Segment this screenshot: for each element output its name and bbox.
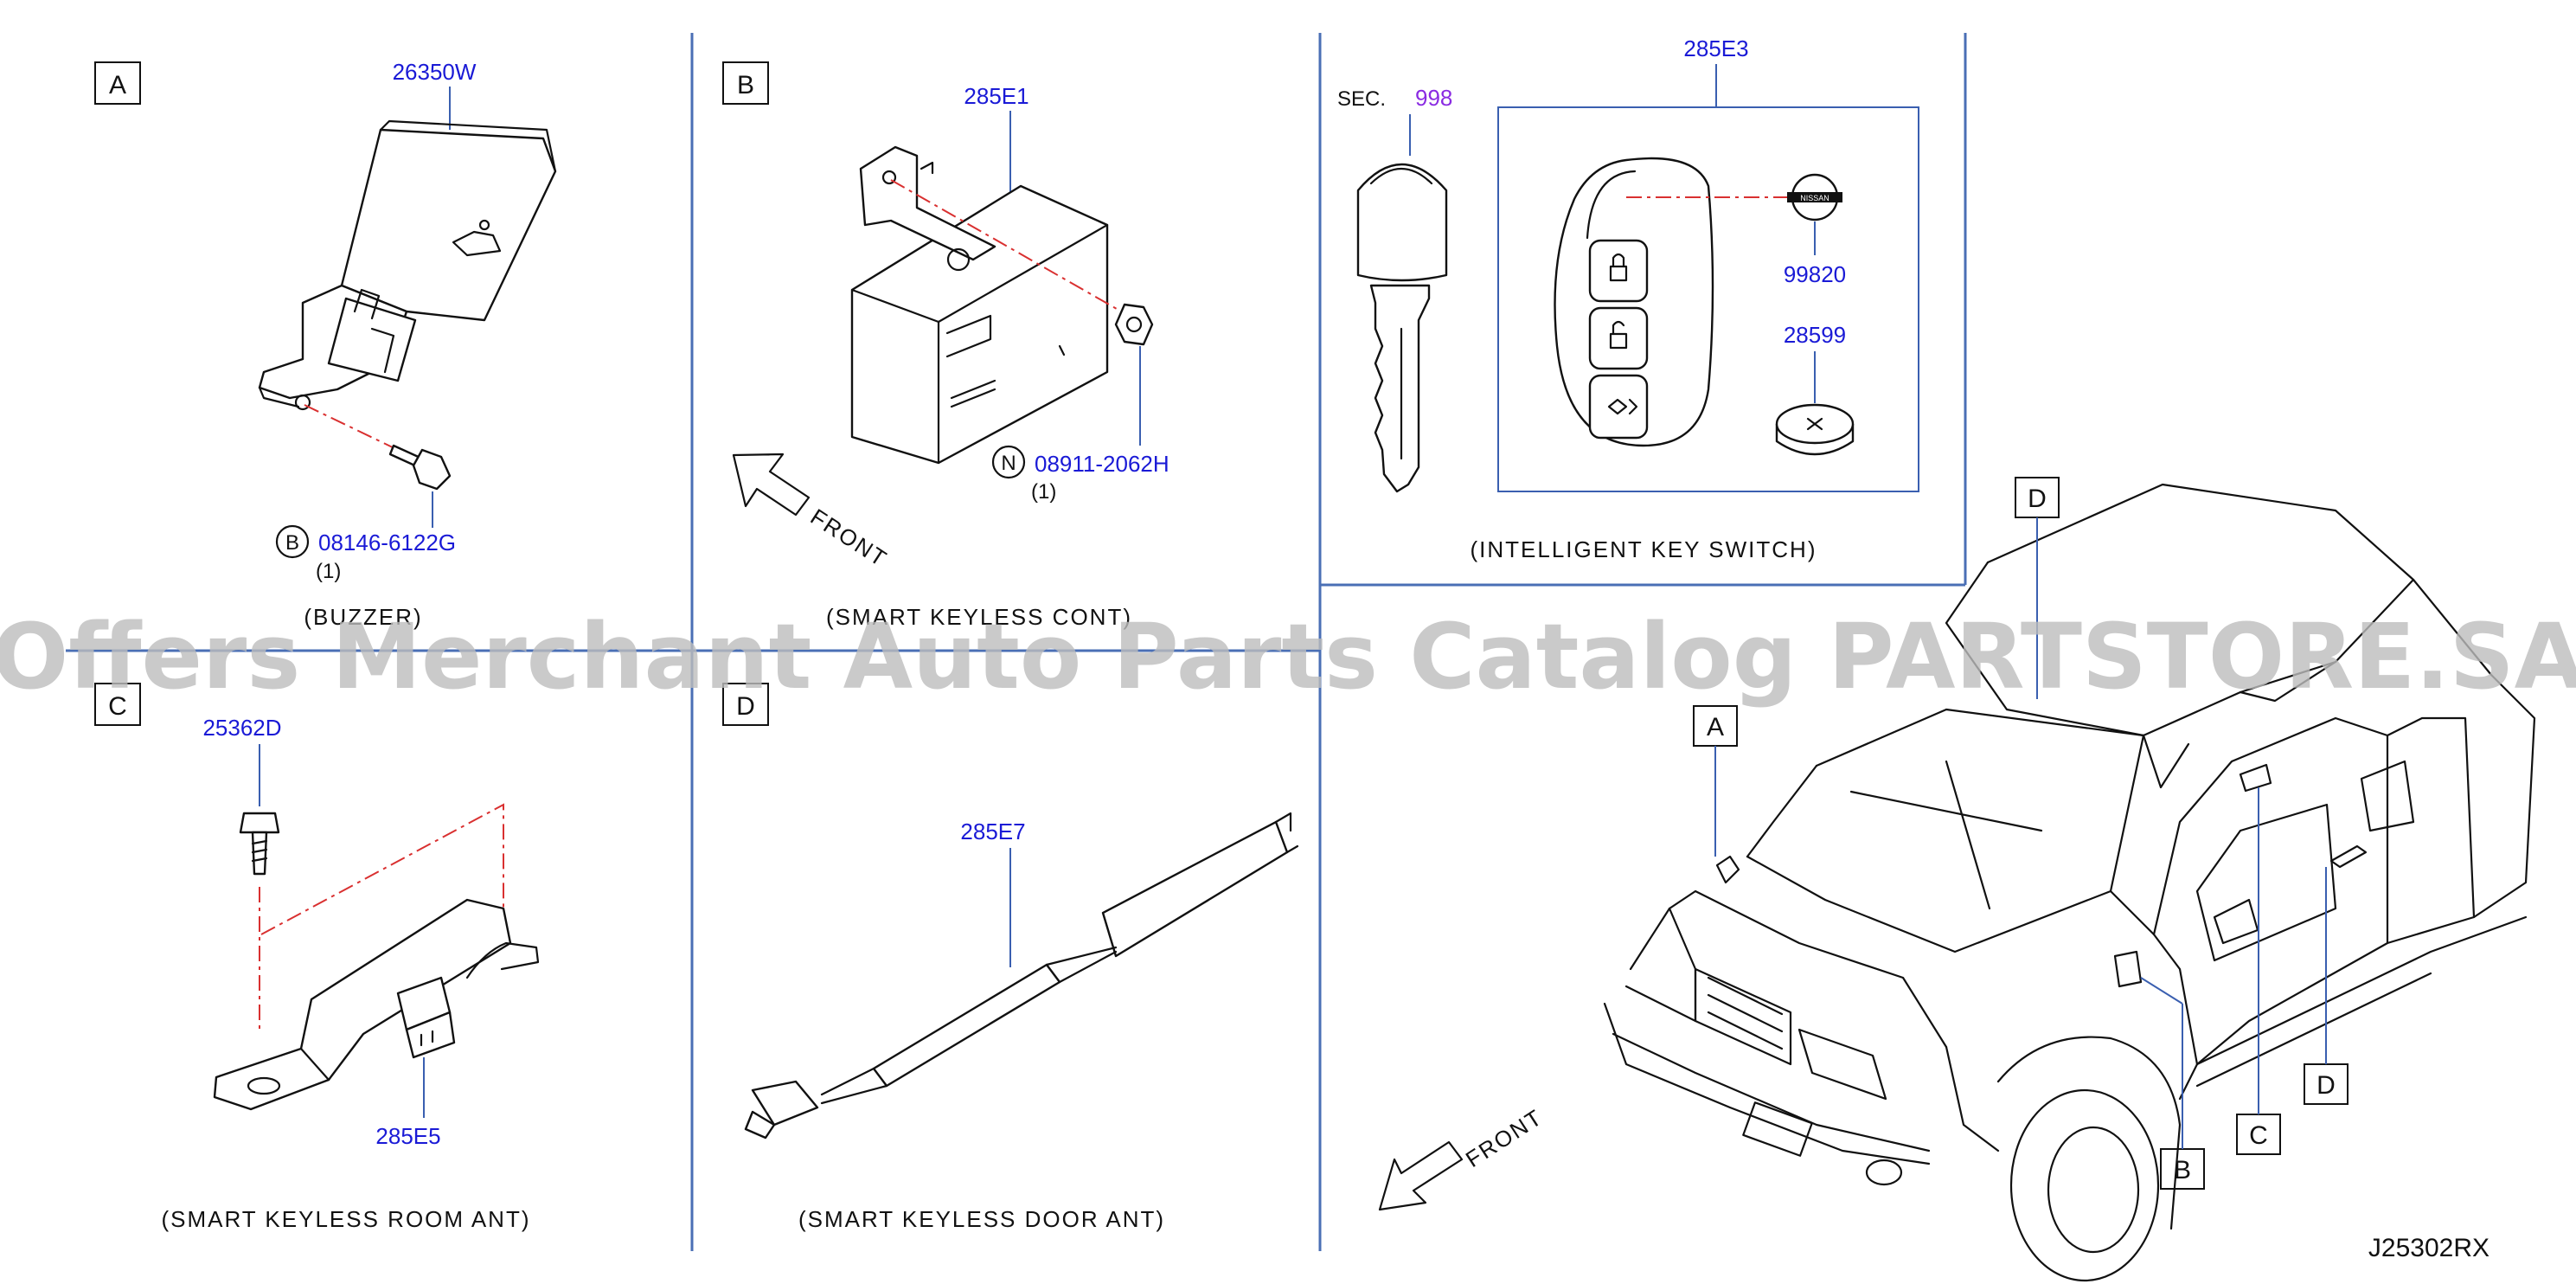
keyless-cont-caption: (SMART KEYLESS CONT) [826, 604, 1132, 630]
panel-d-box [722, 683, 769, 726]
svg-text:B: B [2174, 1156, 2191, 1184]
buzzer-drawing [258, 119, 557, 528]
keyless-cont-nut-number[interactable]: 08911-2062H [1035, 451, 1169, 477]
panel-d-letter: D [736, 692, 755, 721]
svg-text:D: D [2316, 1071, 2336, 1100]
sec-label: SEC. [1337, 87, 1386, 111]
buzzer-part-number[interactable]: 26350W [393, 59, 477, 85]
svg-text:C: C [2249, 1121, 2268, 1150]
room-ant-drawing [213, 803, 540, 1118]
room-ant-caption: (SMART KEYLESS ROOM ANT) [161, 1206, 530, 1232]
panel-key-switch: SEC. 998 285E3 [1337, 35, 1919, 562]
panel-b: B 285E1 N 08911-2062H (1) [722, 61, 1169, 630]
room-ant-bolt-number[interactable]: 25362D [202, 715, 281, 741]
svg-text:A: A [1707, 713, 1724, 742]
door-ant-drawing [744, 812, 1299, 1140]
panel-a: A 26350W B 08146-6122G (1) (BUZZER) [94, 59, 557, 630]
svg-text:D: D [2028, 485, 2047, 513]
battery-drawing [1775, 403, 1855, 456]
keyless-cont-part-number[interactable]: 285E1 [964, 83, 1028, 109]
panel-c-box [94, 683, 141, 726]
front-label-vehicle: FRONT [1461, 1104, 1548, 1172]
room-ant-part-number[interactable]: 285E5 [375, 1123, 440, 1149]
svg-text:NISSAN: NISSAN [1800, 194, 1829, 202]
battery-part-number[interactable]: 28599 [1784, 322, 1846, 348]
buzzer-caption: (BUZZER) [304, 604, 422, 630]
front-arrow-b [732, 453, 811, 517]
panel-dividers [66, 33, 1967, 1251]
buzzer-bolt-number[interactable]: 08146-6122G [318, 530, 456, 555]
bolt-symbol-b [275, 524, 310, 559]
key-switch-part-number[interactable]: 285E3 [1683, 35, 1748, 61]
front-arrow-vehicle [1378, 1140, 1464, 1211]
vehicle-drawing [1603, 483, 2536, 1282]
nut-symbol-n [991, 445, 1026, 479]
mechanical-key-drawing [1356, 163, 1448, 493]
watermark: Offers Merchant Auto Parts Catalog PARTS… [0, 604, 2576, 709]
panel-b-letter: B [737, 71, 754, 100]
door-ant-caption: (SMART KEYLESS DOOR ANT) [798, 1206, 1165, 1232]
panel-c-letter: C [108, 692, 127, 721]
svg-text:B: B [285, 531, 299, 555]
panel-d: D 285E7 (SMART KEYLESS DOOR ANT) [722, 683, 1299, 1232]
keyless-cont-drawing [850, 145, 1154, 465]
diagram-id: J25302RX [2368, 1234, 2489, 1262]
panel-c: C 25362D 285E5 (SMART KEYLESS ROOM ANT) [94, 683, 540, 1232]
emblem-part-number[interactable]: 99820 [1784, 261, 1846, 287]
front-label-b: FRONT [806, 504, 893, 572]
key-switch-box [1497, 106, 1919, 492]
vehicle-callouts: D A B C D [1693, 477, 2349, 1190]
key-fob-drawing [1554, 157, 1791, 447]
emblem-drawing: NISSAN [1787, 173, 1842, 255]
door-ant-part-number[interactable]: 285E7 [960, 819, 1025, 844]
panel-a-box [94, 61, 141, 105]
panel-b-box [722, 61, 769, 105]
svg-text:N: N [1001, 452, 1016, 475]
panel-a-letter: A [109, 71, 126, 100]
keyless-cont-nut-qty: (1) [1031, 480, 1056, 504]
buzzer-bolt-qty: (1) [316, 560, 341, 583]
sec-number[interactable]: 998 [1415, 85, 1452, 111]
key-switch-caption: (INTELLIGENT KEY SWITCH) [1471, 536, 1817, 562]
